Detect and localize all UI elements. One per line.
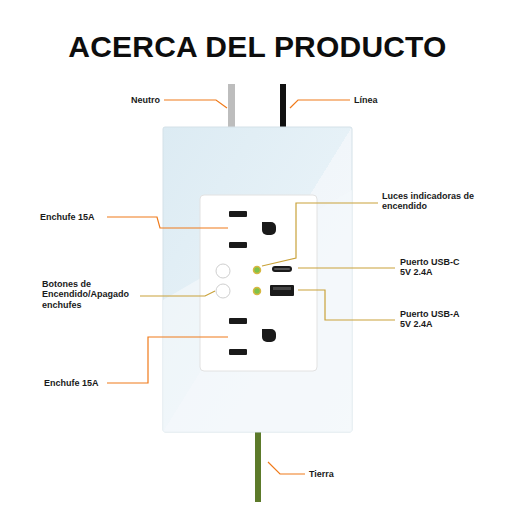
callout-label: Botones de Encendido/Apagado enchufes [42,279,138,310]
slot [229,349,247,355]
callout-label: Enchufe 15A [40,212,104,222]
slot [229,211,247,217]
indicator-led [254,288,261,295]
ground-hole [262,222,276,235]
callout-label: Puerto USB-A 5V 2.4A [400,309,470,330]
callout-label: Luces indicadoras de encendido [382,191,502,212]
usb-c-port [272,266,292,272]
line-wire [280,84,286,130]
leader-line [262,203,378,266]
slot [229,242,247,248]
outlet-face [200,195,317,371]
leader-line [268,462,305,474]
wall-plate [163,127,352,432]
neutral-wire [228,84,235,130]
usb-c-tongue [274,268,290,270]
leader-line [107,217,228,228]
power-button [216,284,230,298]
leader-line [140,291,215,296]
callout-label: Tierra [309,469,369,479]
callout-label: Puerto USB-C 5V 2.4A [400,257,470,278]
power-button [216,264,230,278]
usb-a-tongue [273,287,291,290]
leader-line [164,100,227,108]
page-title: ACERCA DEL PRODUCTO [0,30,515,64]
ground-hole [262,329,276,342]
indicator-led [254,267,261,274]
callout-label: Línea [354,95,414,105]
leader-line [298,267,395,268]
leader-line [298,290,395,320]
slot [229,318,247,324]
usb-a-port [270,285,294,296]
leader-line [107,337,228,383]
leader-line [290,100,350,108]
plate-shine [163,190,352,432]
callout-label: Enchufe 15A [44,378,106,388]
callout-label: Neutro [100,95,160,105]
ground-wire [255,430,261,502]
